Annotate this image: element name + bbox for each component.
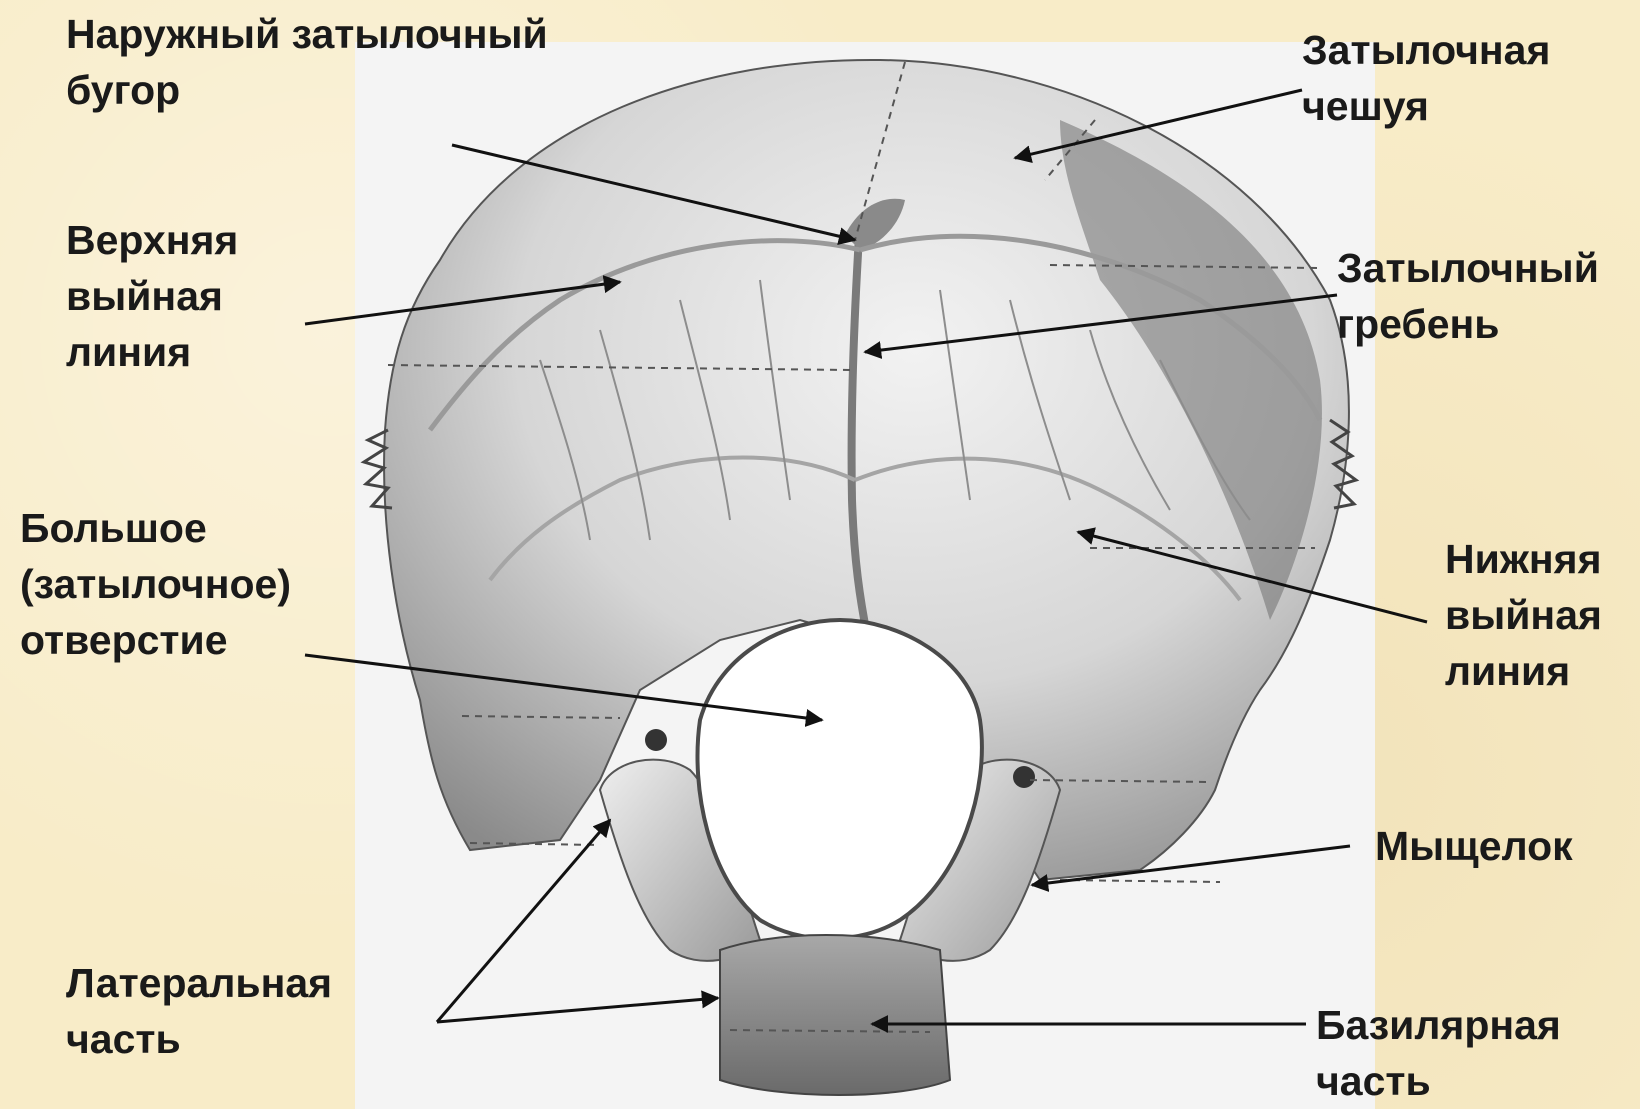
label-superior-nuchal-line: Верхняя выйная линия	[66, 212, 238, 380]
label-external-occipital-protuberance: Наружный затылочный бугор	[66, 6, 548, 118]
label-occipital-squama: Затылочная чешуя	[1302, 22, 1550, 134]
label-occipital-crest: Затылочный гребень	[1337, 240, 1599, 352]
right-condylar-canal	[1013, 766, 1035, 788]
basilar-part-shape	[720, 935, 950, 1095]
label-condyle: Мыщелок	[1375, 818, 1573, 874]
left-condylar-canal	[645, 729, 667, 751]
label-inferior-nuchal-line: Нижняя выйная линия	[1445, 531, 1602, 699]
label-foramen-magnum: Большое (затылочное) отверстие	[20, 500, 291, 668]
label-lateral-part: Латеральная часть	[66, 955, 332, 1067]
label-basilar-part: Базилярная часть	[1316, 997, 1561, 1109]
